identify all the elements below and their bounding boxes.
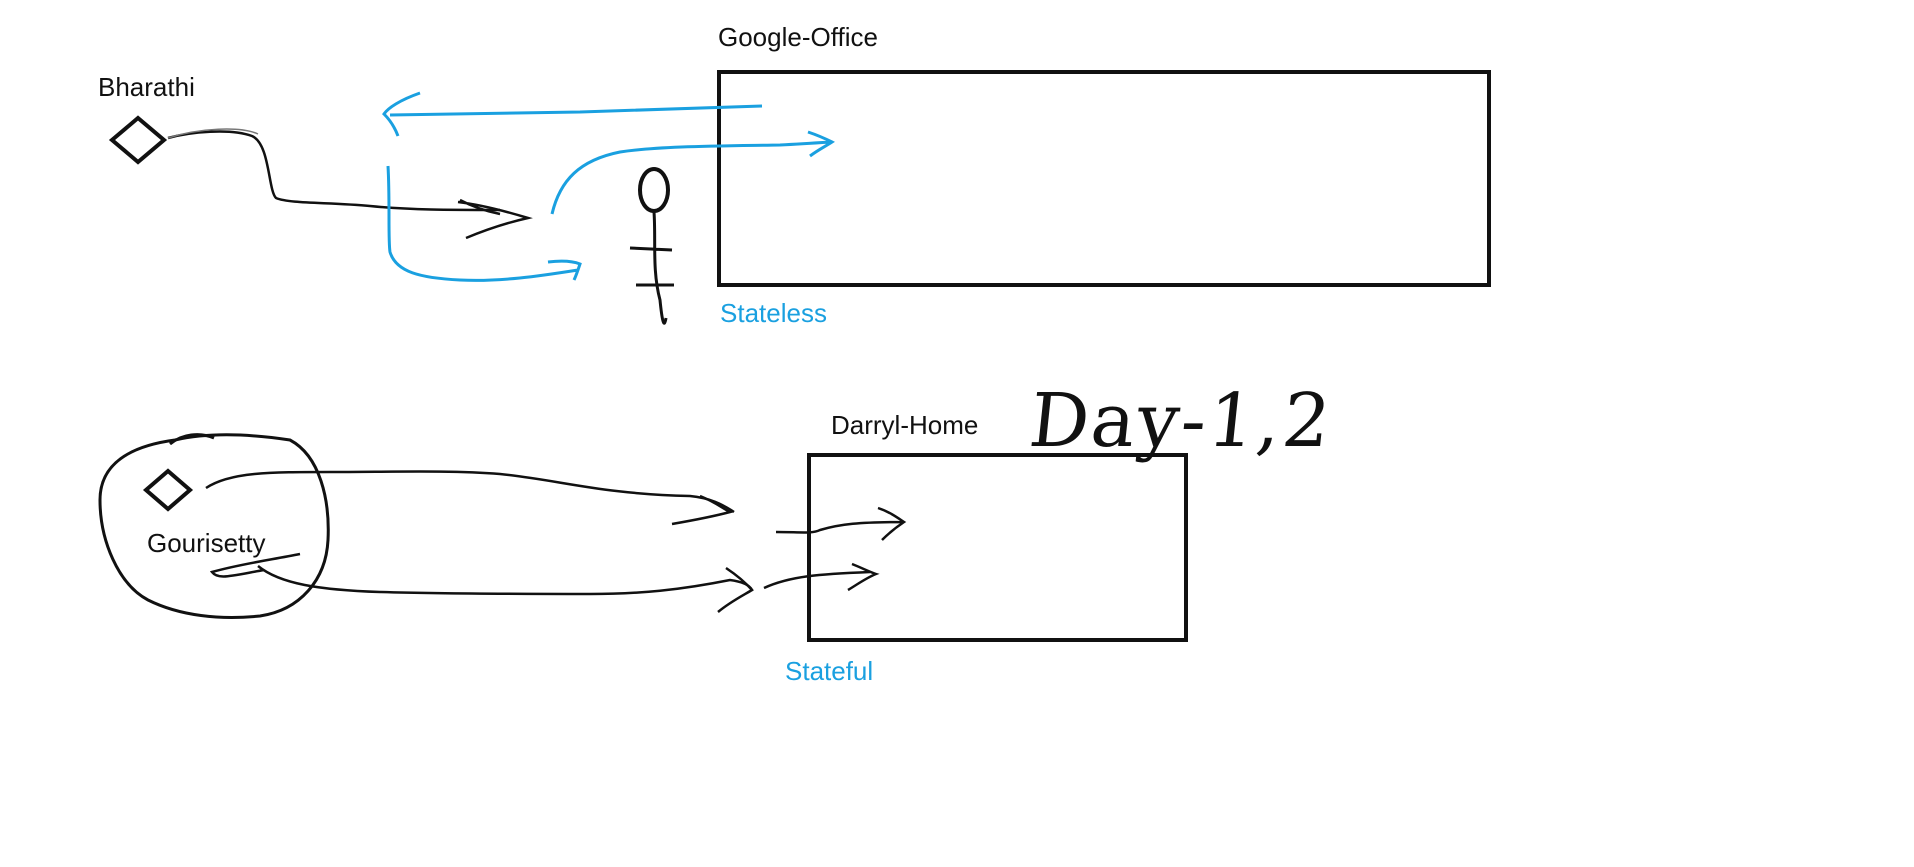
stateless-label: Stateless — [720, 298, 827, 328]
gourisetty-diamond — [142, 468, 194, 512]
darryl-arrow-lower — [763, 562, 880, 592]
gourisetty-lower-arrowhead — [717, 566, 754, 613]
gourisetty-lower-path — [209, 552, 754, 596]
blue-u-arrow — [386, 165, 582, 282]
stateful-label: Stateful — [785, 656, 874, 686]
bharathi-arrowhead — [457, 198, 533, 240]
stick-figure-body — [629, 211, 674, 325]
google-office-box — [717, 70, 1491, 287]
blue-forward-arrow — [550, 130, 835, 215]
darryl-home-box — [807, 453, 1188, 642]
darryl-home-label: Darryl-Home — [831, 410, 979, 440]
gourisetty-upper-arrowhead — [671, 494, 734, 526]
google-office-label: Google-Office — [718, 22, 878, 52]
bharathi-path — [167, 130, 501, 212]
gourisetty-circle — [98, 433, 330, 619]
blue-top-arrow — [382, 91, 763, 137]
stick-figure-head — [638, 167, 670, 213]
darryl-arrow-upper — [775, 506, 907, 541]
gourisetty-upper-path — [205, 470, 735, 514]
bharathi-diamond — [108, 115, 168, 165]
bharathi-label: Bharathi — [98, 72, 195, 102]
day-note-handwritten: Day-1,2 — [1025, 378, 1337, 464]
gourisetty-label: Gourisetty — [147, 528, 266, 558]
bharathi-path-thin — [167, 128, 259, 139]
